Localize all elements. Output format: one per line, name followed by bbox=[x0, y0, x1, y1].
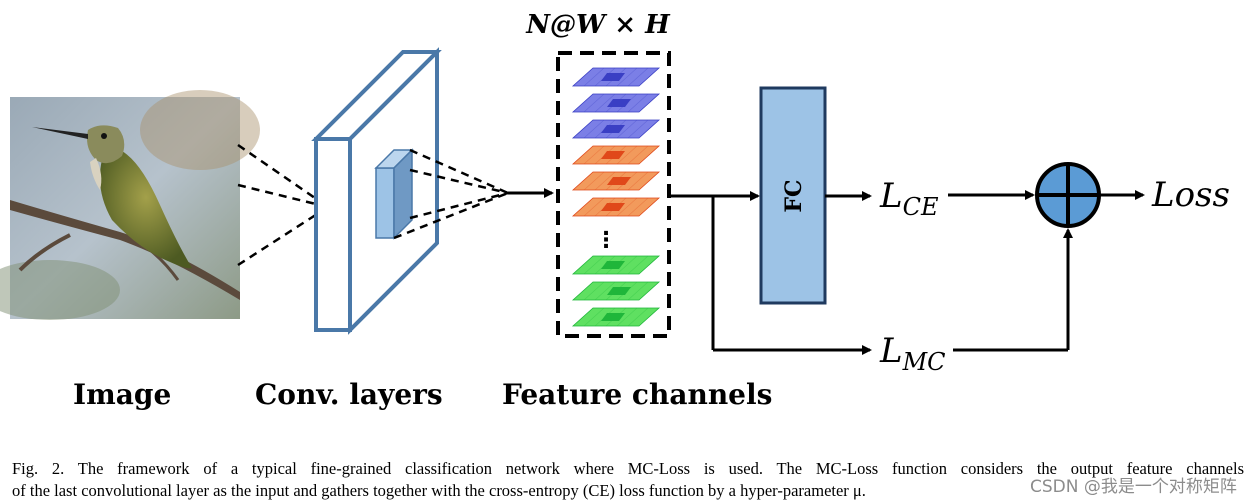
feature-sheet-grid-line bbox=[583, 281, 605, 301]
feature-patch-blue-3 bbox=[601, 125, 625, 133]
feature-sheet-grid-line bbox=[627, 67, 649, 87]
feature-patch-blue-2 bbox=[607, 99, 631, 107]
bird-image bbox=[0, 90, 260, 320]
feature-sheet-grid-line bbox=[627, 119, 649, 139]
fc-label: FC bbox=[781, 179, 807, 212]
feature-sheet-grid-line bbox=[616, 197, 638, 217]
feature-sheet-grid-line bbox=[583, 67, 605, 87]
feature-sheet-grid-line bbox=[583, 119, 605, 139]
feature-sheet-grid-line bbox=[627, 255, 649, 275]
loss-ce-main: L bbox=[879, 176, 903, 216]
loss-ce-sub: CE bbox=[903, 193, 939, 221]
feature-patch-green-1 bbox=[601, 261, 625, 269]
feature-outflow-lines bbox=[669, 194, 715, 350]
feature-sheet-grid-line bbox=[627, 307, 649, 327]
caption-line-2: of the last convolutional layer as the i… bbox=[12, 481, 866, 500]
feature-sheet-grid-line bbox=[594, 171, 616, 191]
feature-sheet-grid-line bbox=[627, 171, 649, 191]
feature-sheet-grid-line bbox=[627, 281, 649, 301]
feature-patch-blue-1 bbox=[601, 73, 625, 81]
feature-channel-stack bbox=[571, 67, 661, 327]
kernel-to-feature-rays bbox=[393, 148, 509, 240]
loss-mc-label: LMC bbox=[879, 331, 946, 376]
feature-sheet-grid-line bbox=[616, 145, 638, 165]
channel-ellipsis: ⋮ bbox=[595, 228, 617, 253]
stage-label-image: Image bbox=[73, 378, 172, 411]
stage-label-conv: Conv. layers bbox=[255, 378, 443, 411]
watermark: CSDN @我是一个对称矩阵 bbox=[1030, 477, 1237, 497]
feature-sheet-grid-line bbox=[594, 281, 616, 301]
feature-sheet-grid-line bbox=[583, 145, 605, 165]
feature-sheet-grid-line bbox=[627, 145, 649, 165]
feature-sheet-grid-line bbox=[583, 255, 605, 275]
loss-ce-label: LCE bbox=[879, 176, 939, 221]
feature-patch-orange-1 bbox=[601, 151, 625, 159]
image-to-conv-rays bbox=[237, 143, 329, 267]
feature-sheet-grid-line bbox=[616, 119, 638, 139]
feature-sheet-grid-line bbox=[594, 93, 616, 113]
loss-output-label: Loss bbox=[1151, 175, 1230, 215]
figure-caption: Fig. 2. The framework of a typical fine-… bbox=[12, 458, 1244, 502]
feature-sheet-grid-line bbox=[616, 67, 638, 87]
feature-sheet-grid-line bbox=[616, 307, 638, 327]
stage-label-features: Feature channels bbox=[502, 378, 773, 411]
feature-sheet-grid-line bbox=[616, 255, 638, 275]
loss-mc-sub: MC bbox=[902, 348, 946, 376]
feature-patch-green-2 bbox=[607, 287, 631, 295]
fc-layer-box bbox=[759, 86, 827, 305]
loss-mc-main: L bbox=[879, 331, 903, 371]
feature-patch-orange-2 bbox=[607, 177, 631, 185]
sum-node bbox=[1035, 162, 1101, 228]
feature-sheet-grid-line bbox=[627, 197, 649, 217]
feature-sheet-grid-line bbox=[583, 307, 605, 327]
conv-layer-block bbox=[311, 47, 442, 335]
feature-sheet-grid-line bbox=[583, 197, 605, 217]
feature-sheet-grid-line bbox=[583, 93, 605, 113]
caption-line-1: Fig. 2. The framework of a typical fine-… bbox=[12, 459, 1244, 478]
feature-sheet-grid-line bbox=[583, 171, 605, 191]
feature-patch-green-3 bbox=[601, 313, 625, 321]
feature-patch-orange-3 bbox=[601, 203, 625, 211]
dimension-label: N@W × H bbox=[525, 10, 671, 40]
feature-sheet-grid-line bbox=[627, 93, 649, 113]
